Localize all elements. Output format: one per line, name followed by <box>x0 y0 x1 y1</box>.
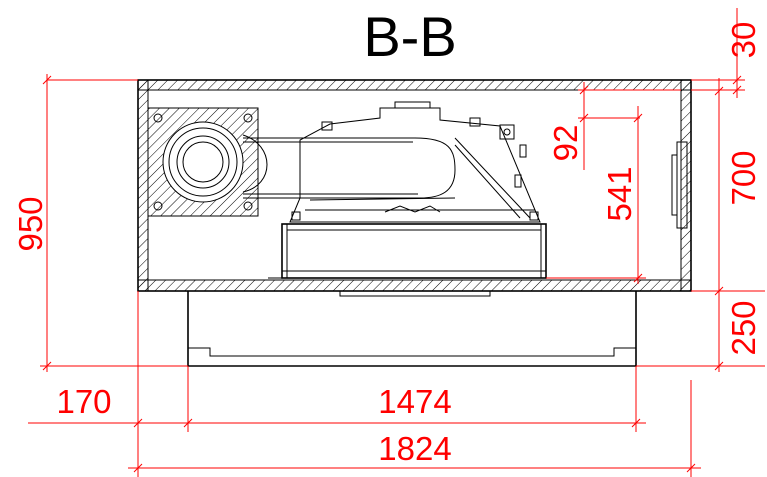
dim-1474: 1474 <box>378 383 451 420</box>
casing <box>137 79 692 292</box>
section-title: B-B <box>363 5 456 68</box>
fan-unit <box>289 101 541 223</box>
dim-92: 92 <box>547 125 584 162</box>
lower-box <box>187 290 637 367</box>
dim-700: 700 <box>725 150 762 205</box>
dim-950: 950 <box>12 196 49 251</box>
dim-250: 250 <box>725 300 762 355</box>
dim-30: 30 <box>725 22 762 59</box>
duct-flange <box>147 107 268 217</box>
dimension-lines <box>28 8 765 477</box>
duct-pipe <box>243 137 456 199</box>
dim-170: 170 <box>56 383 111 420</box>
dim-541: 541 <box>601 166 638 221</box>
dim-1824: 1824 <box>378 430 451 467</box>
base-plate <box>268 223 560 279</box>
